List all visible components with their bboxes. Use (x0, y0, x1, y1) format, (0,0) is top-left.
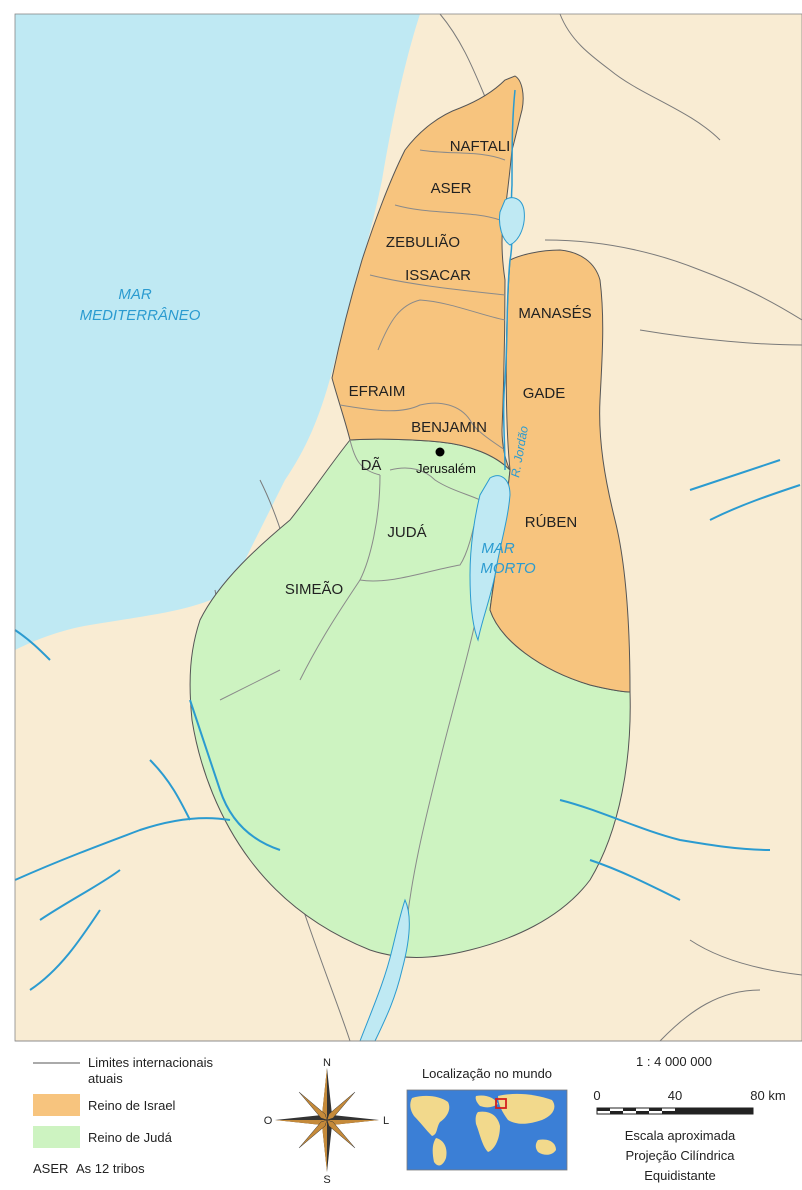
tribe-aser: ASER (431, 180, 472, 197)
sea-of-galilee (499, 197, 525, 246)
tribe-simeao: SIMEÃO (285, 581, 343, 598)
jordan-river (502, 89, 516, 471)
tribe-benjamin: BENJAMIN (411, 419, 487, 436)
mediterranean-sea (15, 14, 420, 650)
scale-tick-80: 80 km (750, 1088, 785, 1103)
scale-tick-40: 40 (668, 1088, 682, 1103)
sea-label-1: MAR (118, 286, 152, 303)
projection-line-2: Equidistante (644, 1168, 716, 1183)
tribe-ruben: RÚBEN (525, 514, 578, 531)
compass-rose-icon (275, 1068, 379, 1172)
compass-e: L (383, 1115, 389, 1127)
scale-caption: Escala aproximada (625, 1128, 736, 1143)
tribe-zebuliao: ZEBULIÃO (386, 234, 460, 251)
dead-sea-label-2: MORTO (480, 560, 536, 577)
tribe-juda: JUDÁ (387, 524, 426, 541)
compass-s: S (323, 1174, 330, 1186)
wadis (14, 459, 801, 991)
projection-line-1: Projeção Cilíndrica (625, 1148, 735, 1163)
scale-ratio: 1 : 4 000 000 (636, 1054, 712, 1069)
location-title: Localização no mundo (422, 1066, 552, 1081)
scale-tick-0: 0 (593, 1088, 600, 1103)
legend-tribes-label: As 12 tribos (76, 1161, 145, 1176)
dead-sea-label-1: MAR (481, 540, 515, 557)
sea-label-2: MEDITERRÂNEO (80, 307, 201, 324)
jerusalem-dot (435, 447, 445, 457)
city-jerusalem: Jerusalém (416, 461, 476, 476)
tribe-efraim: EFRAIM (349, 383, 406, 400)
dead-sea (469, 475, 511, 642)
legend-borders-label-2: atuais (88, 1071, 123, 1086)
legend-juda-swatch (33, 1126, 80, 1148)
legend-borders-label-1: Limites internacionais (88, 1055, 214, 1070)
tribe-issacar: ISSACAR (405, 267, 471, 284)
location-marker-icon (495, 1098, 507, 1109)
legend: Limites internacionais atuais Reino de I… (15, 1040, 802, 1186)
kingdom-of-israel-west (331, 75, 524, 471)
tribe-gade: GADE (523, 385, 566, 402)
compass-w: O (264, 1115, 273, 1127)
legend-israel-swatch (33, 1094, 80, 1116)
legend-tribe-sample: ASER (33, 1161, 68, 1176)
tribe-da: DÃ (361, 457, 382, 474)
map-area: MAR MEDITERRÂNEO MAR MORTO R. Jordão NAF… (14, 13, 802, 1042)
tribe-manases: MANASÉS (518, 305, 591, 322)
tribe-naftali: NAFTALI (450, 138, 511, 155)
legend-israel-label: Reino de Israel (88, 1098, 176, 1113)
compass-n: N (323, 1057, 331, 1069)
world-locator-map (406, 1089, 568, 1171)
tribe-borders (219, 149, 506, 941)
scale-bar (596, 1107, 754, 1115)
legend-juda-label: Reino de Judá (88, 1130, 173, 1145)
